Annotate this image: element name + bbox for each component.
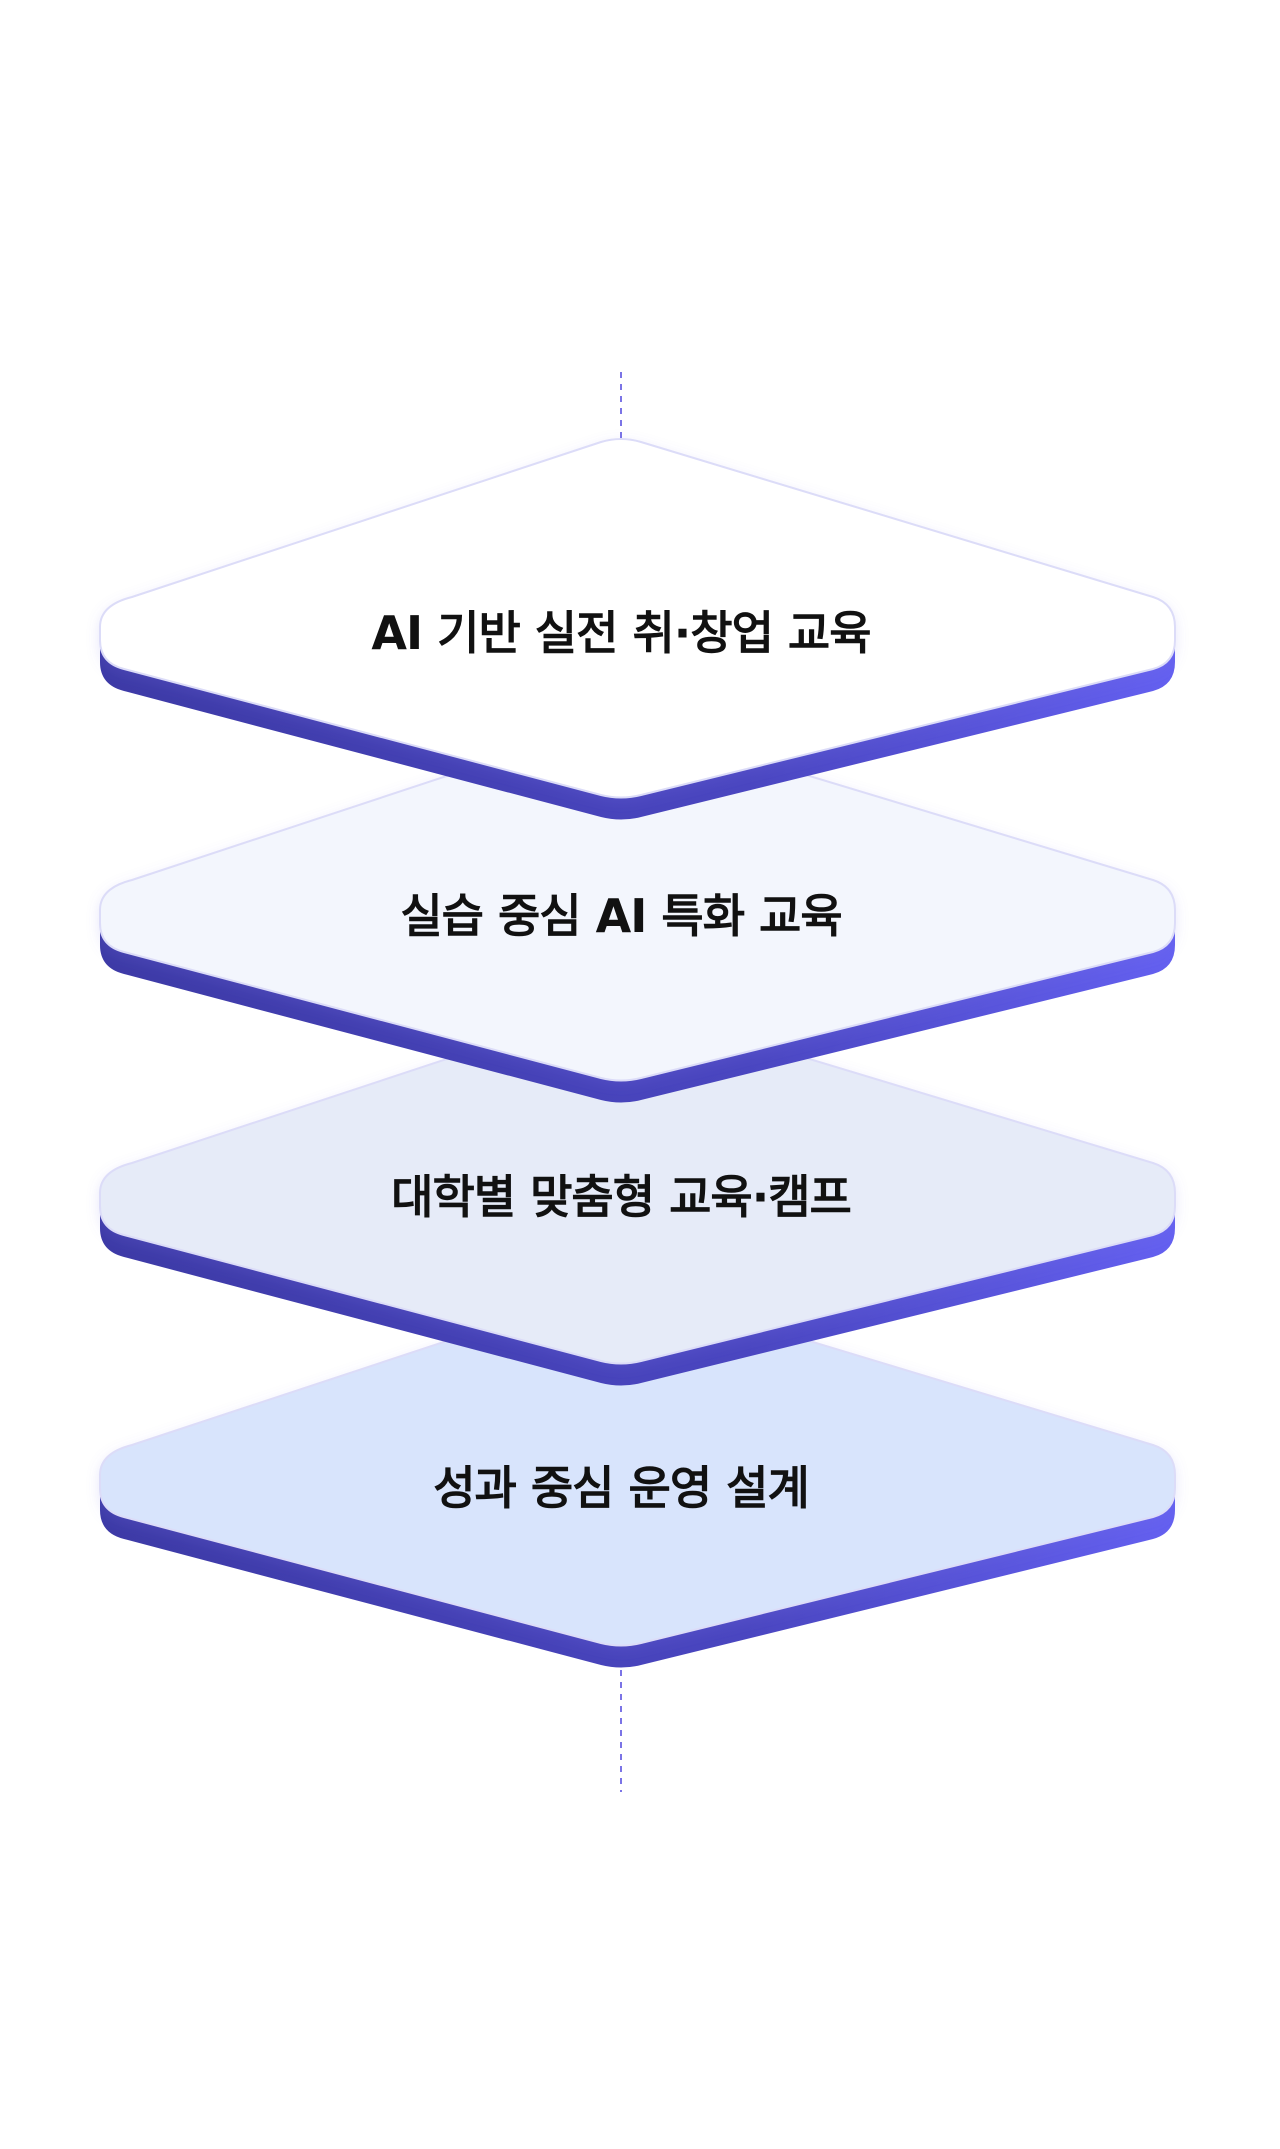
- layer-1-ai-career: AI 기반 실전 취·창업 교육: [99, 438, 1176, 820]
- layer-2-practice-ai: 실습 중심 AI 특화 교육: [99, 721, 1176, 1103]
- layer-3-custom-camp: 대학별 맞춤형 교육·캠프: [99, 1004, 1176, 1386]
- layer-label: 성과 중심 운영 설계: [433, 1461, 809, 1515]
- layer-label: 대학별 맞춤형 교육·캠프: [391, 1170, 851, 1224]
- layer-label: AI 기반 실전 취·창업 교육: [371, 606, 870, 660]
- layer-4-outcome-design: 성과 중심 운영 설계: [99, 1286, 1176, 1668]
- layer-label: 실습 중심 AI 특화 교육: [400, 889, 841, 943]
- layer-top-face: [99, 438, 1176, 799]
